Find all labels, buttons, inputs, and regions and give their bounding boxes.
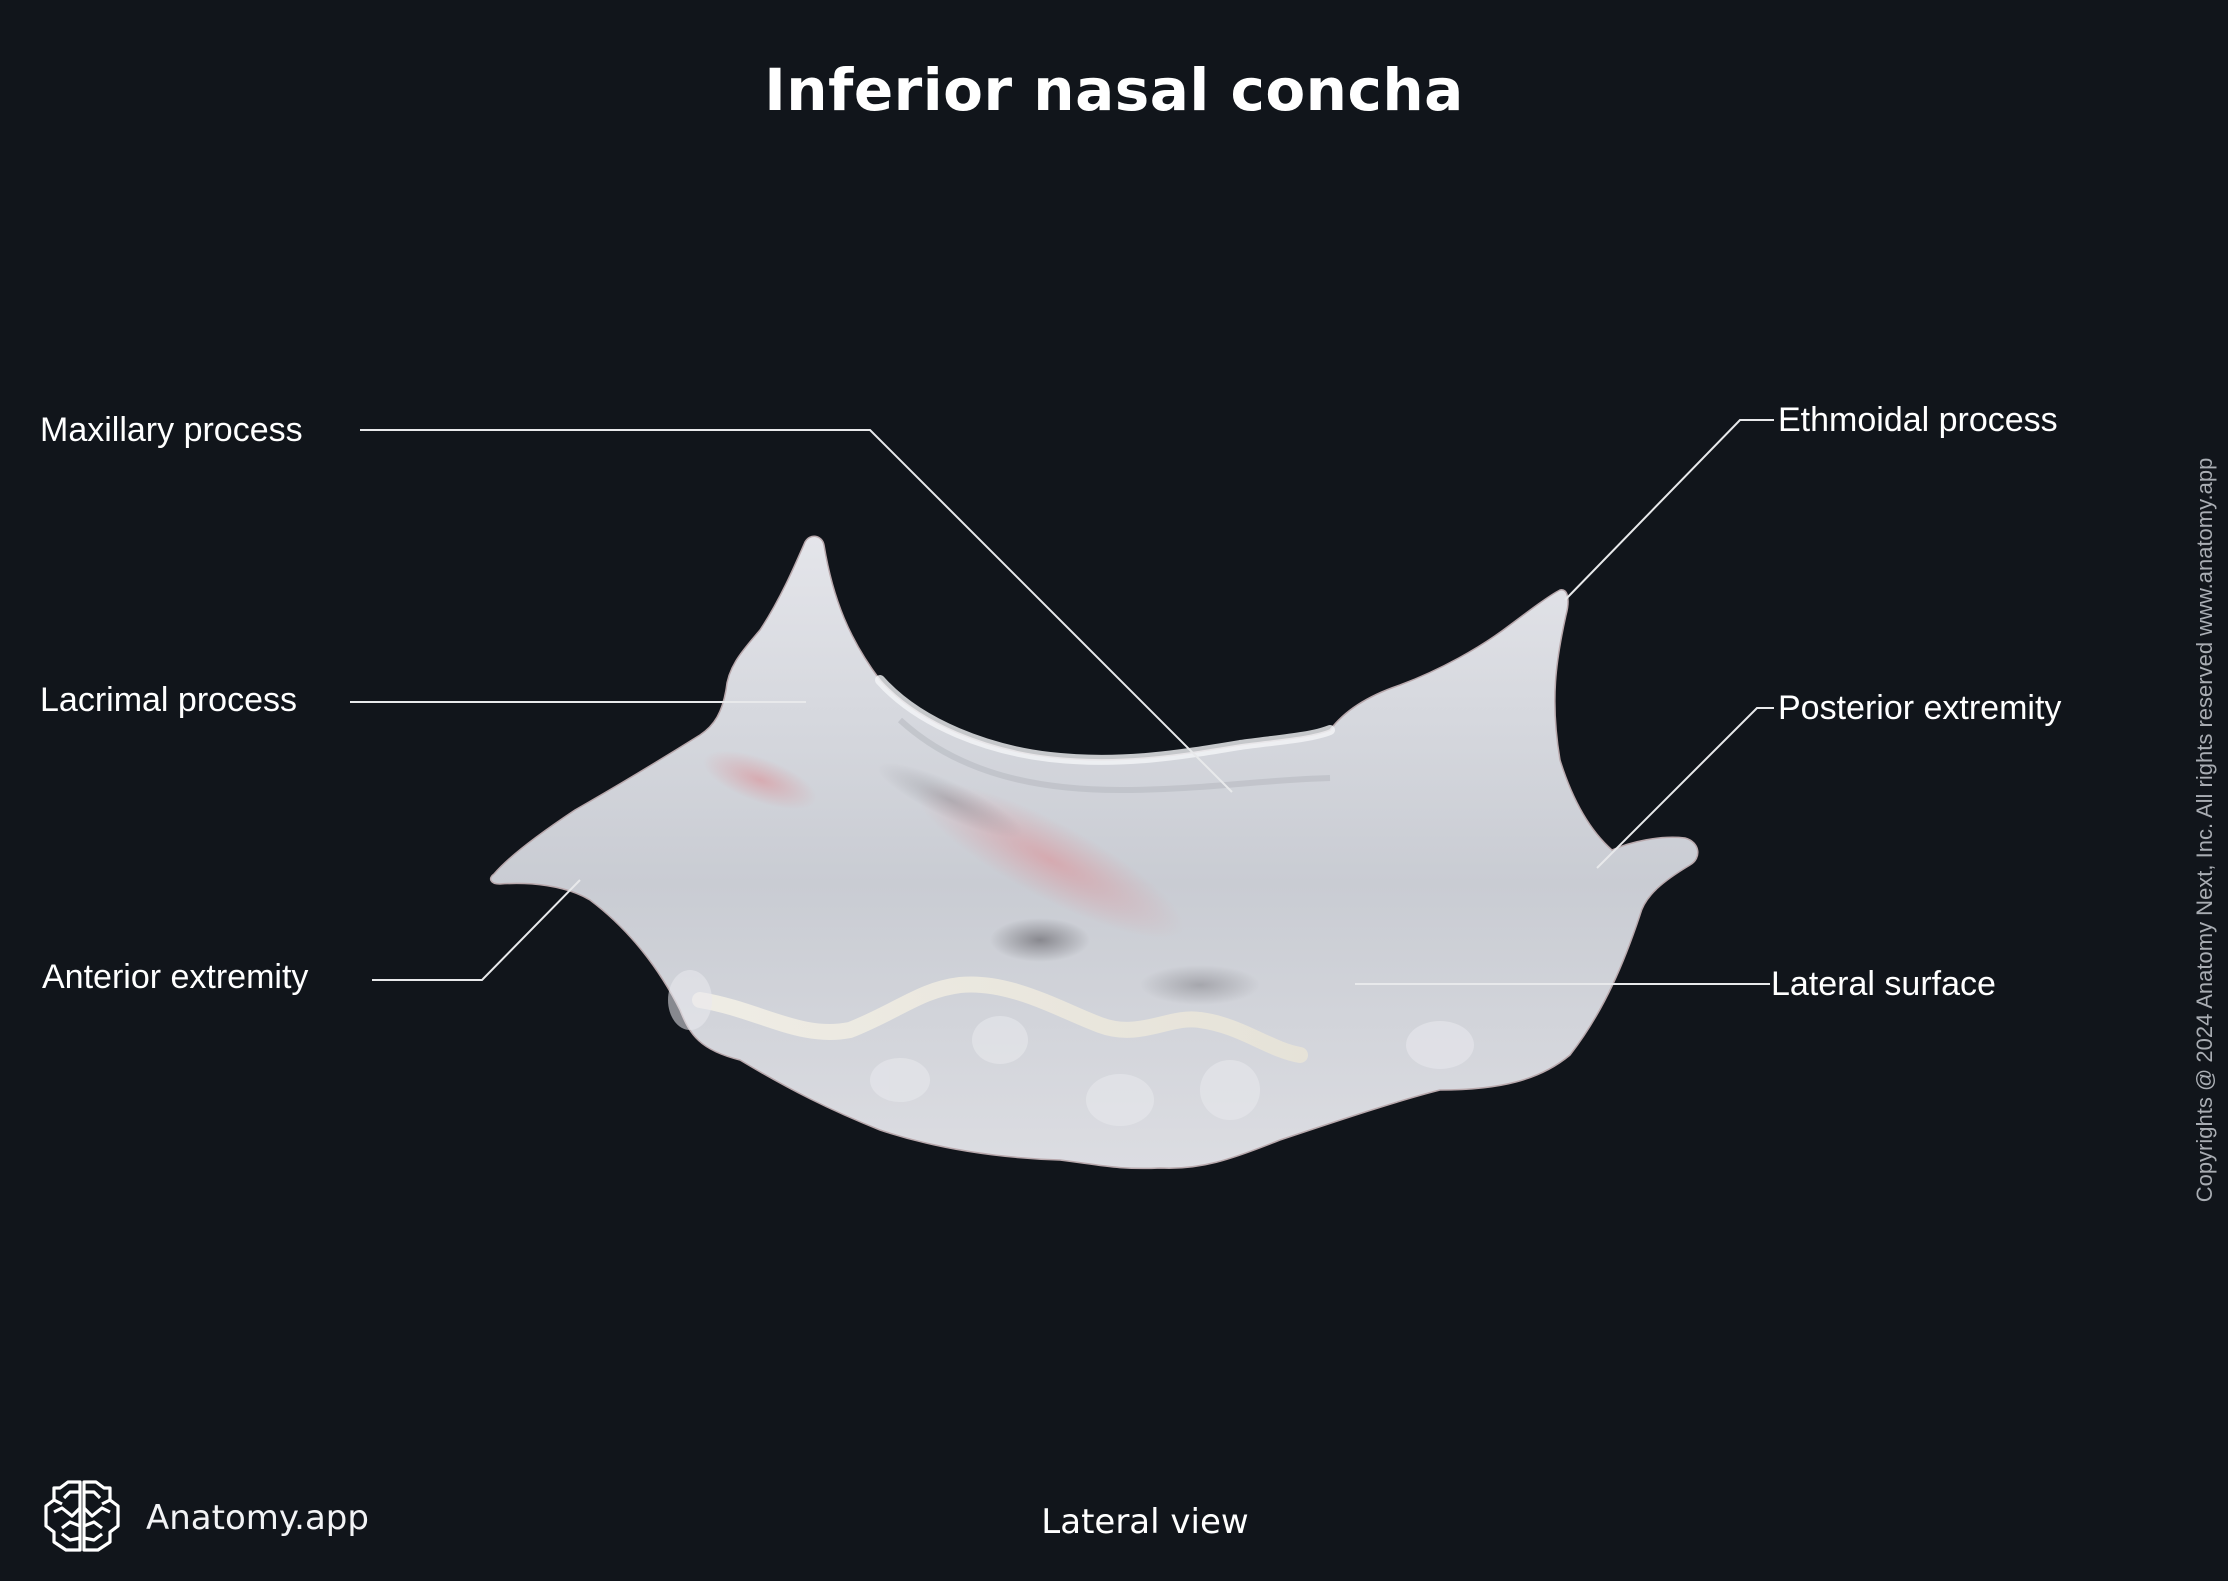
label-maxillary-process: Maxillary process (40, 411, 303, 449)
leader-lines (350, 419, 1774, 985)
copyright-notice: Copyrights @ 2024 Anatomy Next, Inc. All… (2192, 457, 2217, 1203)
label-anterior-extremity: Anterior extremity (42, 958, 309, 996)
label-ethmoidal-process: Ethmoidal process (1778, 401, 2058, 439)
label-lacrimal-process: Lacrimal process (40, 681, 297, 719)
bone-surface-bumps (668, 970, 1474, 1126)
brain-icon (40, 1478, 124, 1558)
label-posterior-extremity: Posterior extremity (1778, 689, 2062, 727)
brand-name: Anatomy.app (146, 1498, 369, 1538)
leader-anterior-extremity (372, 879, 581, 981)
brand: Anatomy.app (40, 1478, 369, 1558)
page-title: Inferior nasal concha (764, 56, 1464, 124)
leader-ethmoidal-process (1564, 419, 1774, 601)
label-lateral-surface: Lateral surface (1771, 965, 1996, 1003)
leader-maxillary-process (360, 429, 1233, 793)
view-label: Lateral view (1041, 1502, 1249, 1542)
leader-posterior-extremity (1596, 707, 1774, 869)
